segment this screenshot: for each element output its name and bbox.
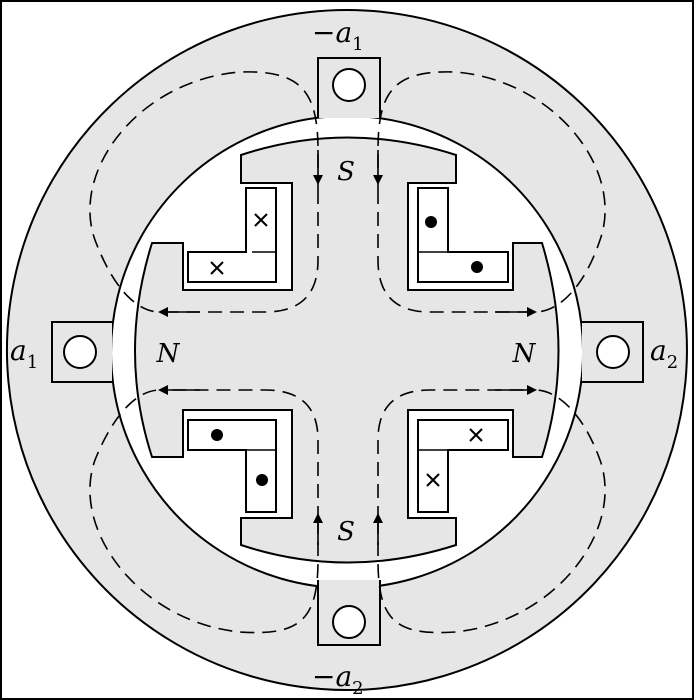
flux-path-lower-right [377, 389, 606, 634]
cross-marker-icon [254, 213, 268, 227]
coil-lower-right [417, 419, 509, 513]
flux-arrows [158, 150, 537, 545]
pole-label-left: N [156, 339, 181, 369]
conductor-hole-bottom [332, 605, 366, 639]
stator-slot-top [317, 57, 381, 118]
cross-marker-icon [210, 261, 224, 275]
slot-label-right: a2 [650, 334, 678, 373]
dot-marker-icon [211, 429, 223, 441]
cross-marker-icon [469, 428, 483, 442]
coil-upper-left [187, 187, 277, 283]
slot-label-left: a1 [10, 334, 38, 373]
flux-path-upper-left [89, 71, 319, 313]
rotor-body [134, 136, 560, 564]
coil-upper-right [417, 187, 509, 283]
cross-marker-icon [426, 473, 440, 487]
conductor-hole-top [332, 68, 366, 102]
conductor-hole-right [596, 335, 630, 369]
slot-label-top: −a1 [312, 16, 364, 55]
pole-label-top: S [337, 157, 355, 187]
dot-marker-icon [256, 474, 268, 486]
dot-marker-icon [471, 261, 483, 273]
slot-label-bottom: −a2 [312, 660, 364, 699]
stator-slot-bottom [317, 580, 381, 646]
flux-path-lower-left [89, 389, 319, 634]
conductor-hole-left [63, 335, 97, 369]
stator-slot-left [51, 321, 112, 383]
dot-marker-icon [425, 216, 437, 228]
pole-label-bottom: S [337, 517, 355, 547]
flux-path-upper-right [377, 71, 606, 313]
stator-slot-right [582, 321, 644, 383]
flux-lines [89, 71, 606, 634]
pole-label-right: N [512, 339, 537, 369]
coil-lower-left [187, 419, 277, 513]
